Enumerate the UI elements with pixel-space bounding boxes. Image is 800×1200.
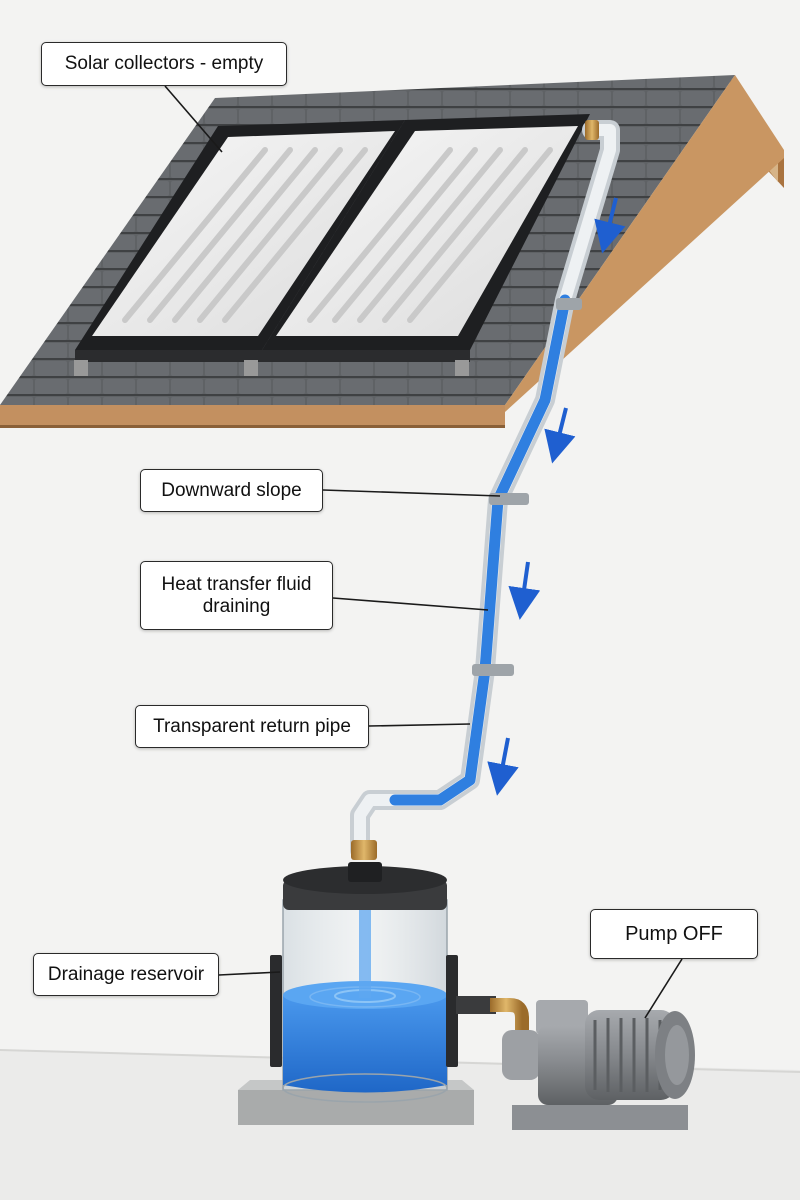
drainage-reservoir-label: Drainage reservoir (33, 953, 219, 996)
pump-status-label: Pump OFF (590, 909, 758, 959)
drainage-reservoir (238, 862, 474, 1125)
down-arrow-icon (594, 197, 626, 254)
solar-collector-panels (74, 114, 590, 376)
down-arrow-icon (508, 561, 541, 620)
transparent-return-pipe (350, 120, 620, 860)
fluid-draining-label: Heat transfer fluid draining (140, 561, 333, 630)
return-pipe-label: Transparent return pipe (135, 705, 369, 748)
pump (502, 1000, 695, 1130)
down-arrow-icon (544, 407, 576, 464)
downward-slope-label: Downward slope (140, 469, 323, 512)
flow-arrows (487, 197, 626, 796)
callout-leader-lines (164, 85, 683, 1019)
pump-inlet-pipe (456, 996, 529, 1030)
down-arrow-icon (487, 737, 519, 796)
solar-collectors-label: Solar collectors - empty (41, 42, 287, 86)
